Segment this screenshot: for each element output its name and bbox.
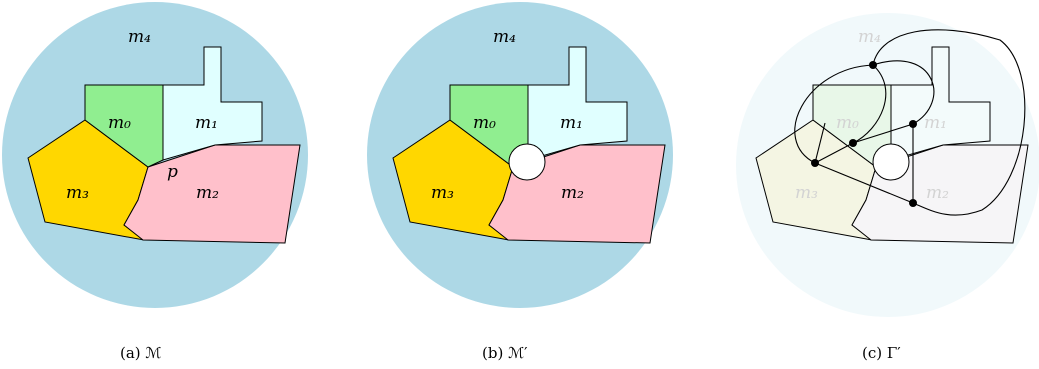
caption-a: (a) ℳ [120, 344, 161, 362]
graph-vertices [811, 61, 917, 207]
graph-edge [794, 64, 874, 164]
label-m3: m₃ [66, 183, 89, 203]
label-m0: m₀ [473, 113, 496, 133]
caption-b: (b) ℳ′ [482, 344, 528, 362]
graph-edge [852, 123, 914, 144]
panel-b: m₄ m₀ m₁ m₂ m₃ (b) ℳ′ [367, 2, 673, 362]
caption-c: (c) Γ′ [862, 344, 901, 362]
label-m4: m₄ [128, 27, 151, 47]
graph-edge [852, 64, 887, 144]
graph-vertex [909, 199, 917, 207]
label-m1: m₁ [195, 113, 218, 133]
region-m0 [84, 84, 164, 168]
graph-edge [814, 142, 854, 164]
graph-vertex [811, 159, 819, 167]
label-m1: m₁ [560, 113, 583, 133]
hole [508, 143, 546, 181]
label-m2: m₂ [926, 183, 949, 203]
graph-edge [872, 60, 935, 125]
label-m1: m₁ [924, 113, 947, 133]
hole [872, 143, 910, 181]
graph-edges [794, 29, 1026, 216]
graph-edge [814, 122, 826, 164]
label-m4: m₄ [858, 27, 881, 47]
region-m2 [123, 144, 301, 244]
label-m2: m₂ [561, 183, 584, 203]
label-m3: m₃ [795, 183, 818, 203]
label-m0: m₀ [108, 113, 131, 133]
region-m1 [527, 46, 628, 161]
graph-vertex [869, 61, 877, 69]
label-m4: m₄ [493, 27, 516, 47]
graph-vertex [909, 120, 917, 128]
label-p: p [167, 162, 178, 182]
region-m1 [890, 46, 991, 161]
graph-edge [872, 29, 1026, 216]
graph-edge [814, 162, 914, 204]
panel-a: m₄ m₀ m₁ m₂ m₃ p (a) ℳ [2, 2, 308, 362]
region-m1 [162, 46, 263, 161]
label-m3: m₃ [431, 183, 454, 203]
label-m2: m₂ [196, 183, 219, 203]
label-m0: m₀ [836, 113, 859, 133]
panel-c: m₄ m₀ m₁ m₂ m₃ (c) Γ′ [736, 13, 1039, 362]
graph-vertex [849, 139, 857, 147]
